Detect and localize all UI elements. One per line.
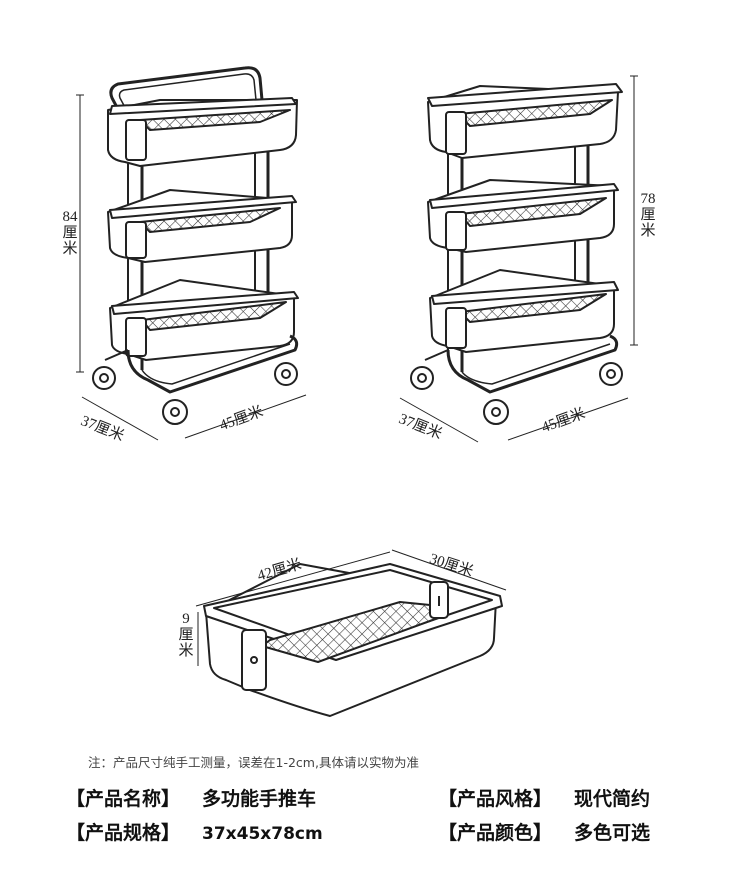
cart1-height-label: 84厘米 bbox=[62, 209, 78, 257]
spec-color-value: 多色可选 bbox=[574, 822, 651, 844]
spec-product-name: 【产品名称】多功能手推车 bbox=[66, 784, 316, 811]
cart-without-handle-drawing bbox=[399, 75, 638, 443]
spec-product-style: 【产品风格】现代简约 bbox=[438, 784, 650, 811]
spec-color-label: 【产品颜色】 bbox=[438, 822, 553, 844]
cart-with-handle-drawing bbox=[76, 66, 307, 441]
spec-size-label: 【产品规格】 bbox=[66, 822, 181, 844]
cart2-height-label: 78厘米 bbox=[640, 191, 656, 239]
spec-style-label: 【产品风格】 bbox=[438, 788, 553, 810]
basket-drawing bbox=[195, 549, 507, 717]
measurement-note: 注：产品尺寸纯手工测量，误差在1-2cm,具体请以实物为准 bbox=[88, 755, 419, 770]
spec-size-value: 37x45x78cm bbox=[202, 824, 323, 844]
spec-name-label: 【产品名称】 bbox=[66, 788, 181, 810]
basket-height-label: 9厘米 bbox=[178, 611, 194, 659]
spec-product-color: 【产品颜色】多色可选 bbox=[438, 818, 650, 845]
spec-style-value: 现代简约 bbox=[574, 788, 651, 810]
spec-name-value: 多功能手推车 bbox=[202, 788, 317, 810]
spec-product-size: 【产品规格】 37x45x78cm bbox=[66, 818, 323, 845]
